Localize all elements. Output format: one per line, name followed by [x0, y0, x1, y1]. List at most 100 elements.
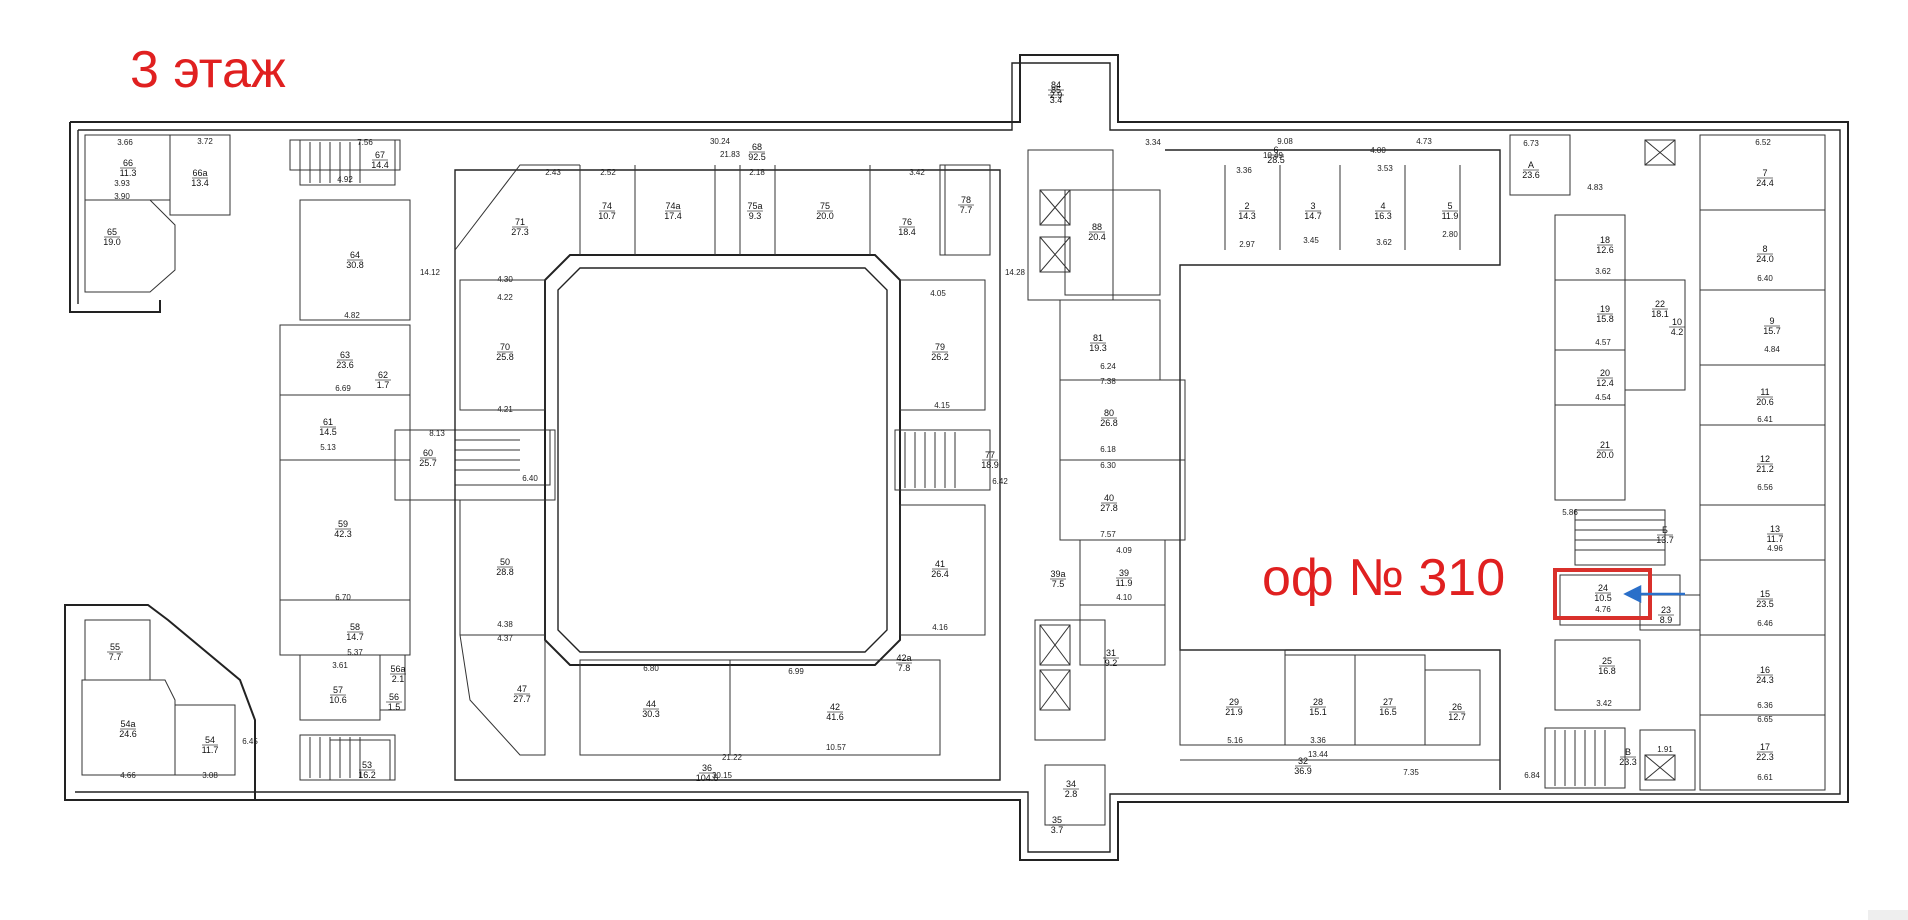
room-area: 23.5 — [1756, 599, 1774, 609]
room-number: 20 — [1600, 368, 1610, 378]
room-area: 20.0 — [816, 211, 834, 221]
room-number: 15 — [1760, 589, 1770, 599]
room-number: 19 — [1600, 304, 1610, 314]
room-area: 25.7 — [419, 458, 437, 468]
room-number: 16 — [1760, 665, 1770, 675]
dimension-label: 4.09 — [1116, 546, 1132, 555]
room-r85: 853.4 — [1048, 85, 1064, 105]
room-area: 23.6 — [1522, 170, 1540, 180]
elevator-right-top — [1644, 139, 1676, 166]
dimension-label: 6.56 — [1757, 483, 1773, 492]
room-number: 31 — [1106, 648, 1116, 658]
room-number: 67 — [375, 150, 385, 160]
room-number: 21 — [1600, 440, 1610, 450]
dimension-label: 7.56 — [357, 138, 373, 147]
room-r62: 621.7 — [375, 370, 391, 390]
room-area: 26.8 — [1100, 418, 1118, 428]
room-area: 11.7 — [1767, 534, 1784, 544]
room-number: 5 — [1447, 201, 1452, 211]
room-area: 3.4 — [1050, 95, 1063, 105]
room-area: 14.5 — [319, 427, 337, 437]
dimension-label: 6.46 — [1757, 619, 1773, 628]
dimension-label: 3.45 — [1303, 236, 1319, 245]
room-area: 9.2 — [1105, 658, 1118, 668]
dimension-label: 3.34 — [1145, 138, 1161, 147]
dimension-label: 4.15 — [934, 401, 950, 410]
stairs-left-bottom — [299, 734, 396, 781]
dimension-label: 6.73 — [1523, 139, 1539, 148]
dimension-label: 7.38 — [1100, 377, 1116, 386]
dimension-label: 3.61 — [332, 661, 348, 670]
room-area: 27.7 — [513, 694, 531, 704]
room-area: 27.8 — [1100, 503, 1118, 513]
room-area: 9.3 — [749, 211, 762, 221]
dimension-label: 3.66 — [117, 138, 133, 147]
dimension-label: 3.53 — [1377, 164, 1393, 173]
room-number: 44 — [646, 699, 656, 709]
room-number: 39 — [1119, 568, 1129, 578]
office-callout: оф № 310 — [1262, 549, 1506, 607]
room-area: 2.8 — [1065, 789, 1078, 799]
room-number: 27 — [1383, 697, 1393, 707]
room-area: 16.8 — [1598, 666, 1616, 676]
room-number: 6 — [1273, 145, 1278, 155]
room-number: 85 — [1051, 85, 1061, 95]
room-area: 11.9 — [1442, 211, 1459, 221]
room-number: 61 — [323, 417, 333, 427]
dimension-label: 6.69 — [335, 384, 351, 393]
dimension-label: 3.42 — [909, 168, 925, 177]
room-number: 18 — [1600, 235, 1610, 245]
dimension-label: 7.35 — [1403, 768, 1419, 777]
room-r10: 104.2 — [1669, 317, 1685, 337]
room-number: 56 — [389, 692, 399, 702]
dimension-label: 4.92 — [337, 175, 353, 184]
stairs-right-mid — [1574, 509, 1666, 566]
room-number: 2 — [1244, 201, 1249, 211]
dimension-label: 2.80 — [1442, 230, 1458, 239]
room-number: 76 — [902, 217, 912, 227]
dimension-label: 13.44 — [1308, 750, 1329, 759]
room-number: 4 — [1380, 201, 1385, 211]
room-area: 36.9 — [1294, 766, 1312, 776]
room-area: 25.8 — [496, 352, 514, 362]
room-r3: 314.7 — [1304, 201, 1322, 221]
room-area: 1.7 — [377, 380, 390, 390]
room-number: В — [1625, 747, 1631, 757]
dimension-label: 4.73 — [1416, 137, 1432, 146]
right-wing — [1509, 134, 1826, 791]
room-number: 23 — [1661, 605, 1671, 615]
dimension-label: 6.18 — [1100, 445, 1116, 454]
dimension-label: 6.42 — [992, 477, 1008, 486]
room-number: 41 — [935, 559, 945, 569]
dimension-label: 4.21 — [497, 405, 513, 414]
dimension-label: 4.00 — [1370, 146, 1386, 155]
room-area: 21.9 — [1225, 707, 1243, 717]
room-number: 42а — [896, 653, 911, 663]
room-number: 60 — [423, 448, 433, 458]
dimension-label: 6.70 — [335, 593, 351, 602]
room-number: 17 — [1760, 742, 1770, 752]
dimension-label: 4.66 — [120, 771, 136, 780]
room-number: 66а — [192, 168, 207, 178]
dimension-label: 2.52 — [600, 168, 616, 177]
room-r4: 416.3 — [1374, 201, 1392, 221]
room-r78: 787.7 — [958, 195, 974, 215]
